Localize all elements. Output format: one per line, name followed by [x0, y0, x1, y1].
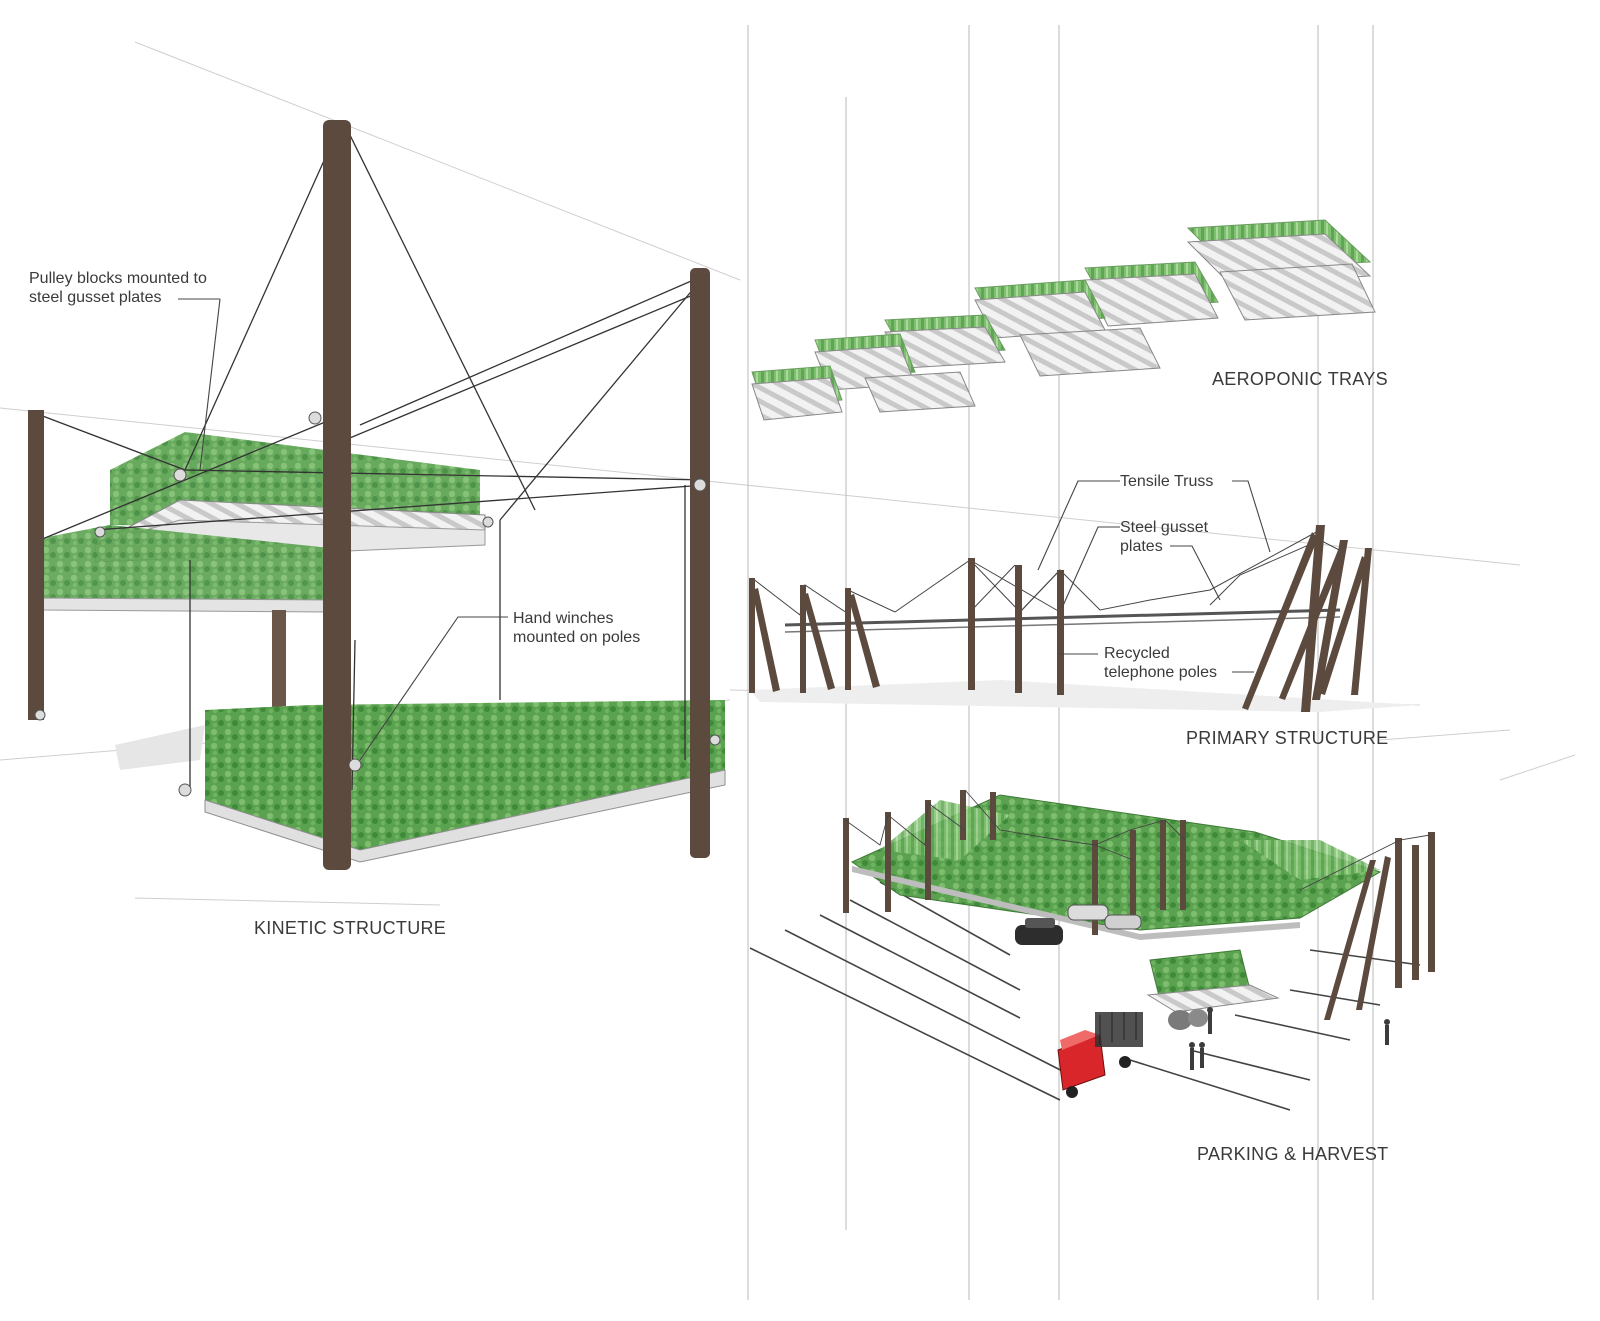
poles-callout-line2: telephone poles: [1104, 664, 1217, 681]
gusset-callout-leader-right: [1170, 545, 1221, 601]
pulley-callout: Pulley blocks mounted to steel gusset pl…: [29, 269, 207, 307]
tall-center-pole: [323, 120, 351, 870]
truss-callout-leader-right: [1232, 480, 1271, 553]
truss-callout-leader-left: [1037, 480, 1120, 571]
primary-structure-drawing: [749, 525, 1420, 712]
red-harvest-truck: [1057, 1012, 1143, 1098]
gusset-callout-line1: Steel gusset: [1120, 519, 1209, 536]
pulley-callout-line1: Pulley blocks mounted to: [29, 270, 207, 287]
pulley-callout-leader: [199, 298, 221, 471]
harvest-workers: [1168, 1007, 1390, 1070]
winches-callout-line2: mounted on poles: [513, 629, 641, 646]
left-tray-plants: [42, 525, 330, 600]
parking-harvest-title: PARKING & HARVEST: [1197, 1144, 1389, 1164]
winches-callout-line1: Hand winches: [513, 610, 614, 627]
kinetic-structure-drawing: [28, 120, 726, 870]
truss-callout: Tensile Truss: [1120, 473, 1214, 490]
primary-structure-title: PRIMARY STRUCTURE: [1186, 728, 1389, 748]
winches-callout-leader: [359, 616, 508, 761]
aeroponic-trays-title: AEROPONIC TRAYS: [1212, 369, 1388, 389]
poles-callout-line1: Recycled: [1104, 645, 1170, 662]
kinetic-structure-title: KINETIC STRUCTURE: [254, 918, 447, 938]
right-pole: [690, 268, 710, 858]
gusset-callout: Steel gusset plates: [1120, 518, 1208, 556]
gusset-callout-leader-left: [1061, 526, 1120, 609]
gusset-callout-line2: plates: [1120, 538, 1163, 555]
parked-cars: [1015, 904, 1142, 945]
left-pole: [28, 410, 44, 720]
poles-callout: Recycled telephone poles: [1104, 644, 1217, 682]
pulley-callout-line2: steel gusset plates: [29, 289, 162, 306]
parking-harvest-drawing: [749, 789, 1435, 1111]
aeroponic-trays-drawing: [751, 219, 1376, 421]
winches-callout: Hand winches mounted on poles: [513, 609, 640, 647]
